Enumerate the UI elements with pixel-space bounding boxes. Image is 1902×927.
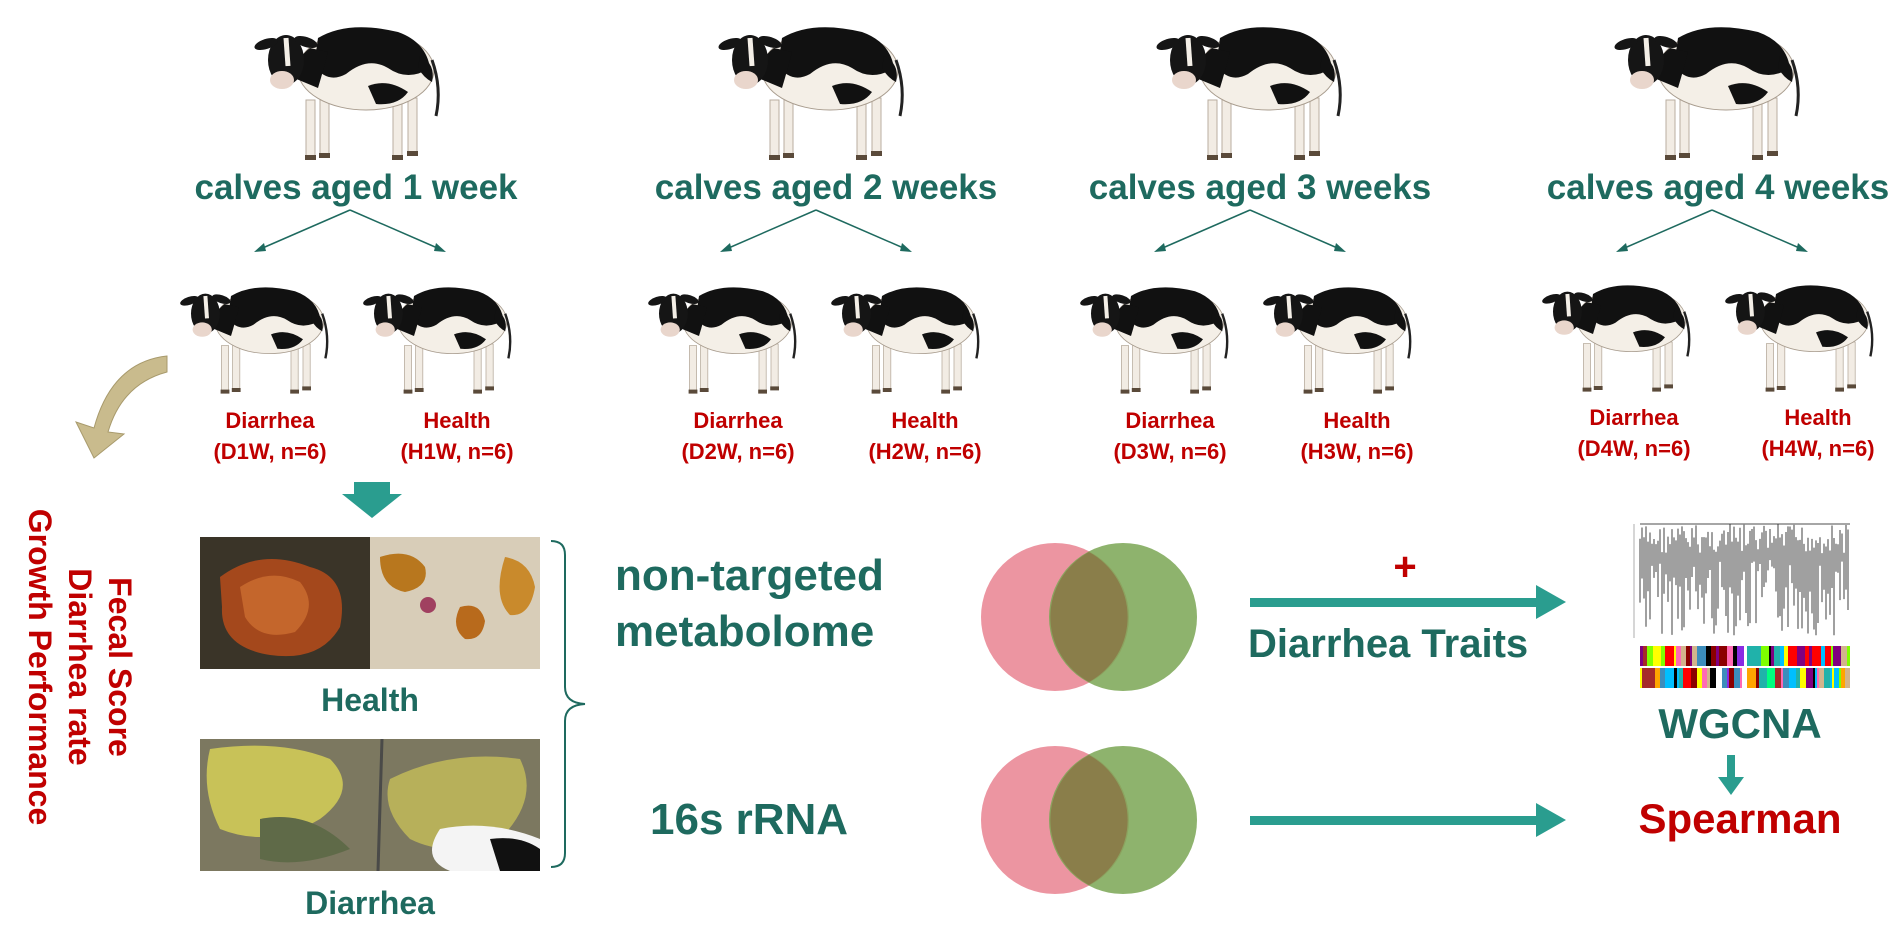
split-arrows	[1616, 209, 1808, 252]
group-label-diarrhea: Diarrhea (D4W, n=6)	[1549, 402, 1719, 464]
diarrhea-traits-label: Diarrhea Traits	[1248, 622, 1529, 666]
down-arrow-icon	[342, 482, 402, 518]
group-label-health: Health (H1W, n=6)	[372, 405, 542, 467]
measurement-diarrhea-rate: Diarrhea rate	[62, 568, 98, 766]
calf-illustration	[712, 8, 912, 168]
measurement-fecal-score: Fecal Score	[102, 577, 138, 757]
split-arrows	[720, 209, 912, 252]
rrna-label: 16s rRNA	[650, 795, 849, 844]
calf-health-illustration	[826, 272, 986, 400]
group-name: Diarrhea	[1589, 405, 1679, 430]
group-name: Health	[1784, 405, 1852, 430]
group-code: (D1W, n=6)	[213, 439, 327, 464]
calf-diarrhea-illustration	[643, 272, 803, 400]
group-code: (D4W, n=6)	[1577, 436, 1691, 461]
group-code: (H1W, n=6)	[400, 439, 514, 464]
calf-diarrhea-illustration	[1075, 272, 1235, 400]
metabolome-label: non-targeted metabolome	[615, 548, 884, 660]
diarrhea-feces-photo	[200, 739, 540, 871]
group-code: (H3W, n=6)	[1300, 439, 1414, 464]
group-code: (H4W, n=6)	[1761, 436, 1875, 461]
calf-diarrhea-illustration	[175, 272, 335, 400]
group-name: Health	[423, 408, 491, 433]
group-label-health: Health (H2W, n=6)	[840, 405, 1010, 467]
wgcna-dendrogram	[1622, 520, 1854, 692]
curved-arrow-icon	[75, 355, 168, 459]
calf-illustration	[1150, 8, 1350, 168]
group-label-health: Health (H3W, n=6)	[1272, 405, 1442, 467]
metabolome-line2: metabolome	[615, 607, 875, 656]
week-title: calves aged 1 week	[194, 168, 518, 207]
split-arrows	[254, 209, 446, 252]
group-code: (D3W, n=6)	[1113, 439, 1227, 464]
group-name: Health	[1323, 408, 1391, 433]
down-arrow-icon	[1718, 755, 1744, 795]
health-feces-photo	[200, 537, 540, 669]
calf-illustration	[1608, 8, 1808, 168]
grouping-brace	[550, 540, 586, 868]
calf-health-illustration	[1258, 272, 1418, 400]
calf-diarrhea-illustration	[1537, 270, 1697, 398]
week-title: calves aged 2 weeks	[654, 168, 998, 207]
group-label-diarrhea: Diarrhea (D3W, n=6)	[1085, 405, 1255, 467]
arrow-to-spearman	[1250, 803, 1566, 837]
week-title: calves aged 4 weeks	[1546, 168, 1890, 207]
group-name: Diarrhea	[225, 408, 315, 433]
group-name: Diarrhea	[1125, 408, 1215, 433]
spearman-label: Spearman	[1638, 795, 1842, 842]
venn-metabolome	[981, 543, 1197, 691]
calf-illustration	[248, 8, 448, 168]
group-code: (D2W, n=6)	[681, 439, 795, 464]
group-code: (H2W, n=6)	[868, 439, 982, 464]
week-title: calves aged 3 weeks	[1088, 168, 1432, 207]
measurements-block: Growth Performance Diarrhea rate Fecal S…	[0, 472, 140, 862]
metabolome-line1: non-targeted	[615, 551, 884, 600]
measurement-growth-performance: Growth Performance	[22, 508, 58, 826]
split-arrows	[1154, 209, 1346, 252]
arrow-to-wgcna	[1250, 585, 1566, 619]
diarrhea-feces-label: Diarrhea	[305, 885, 435, 921]
group-name: Health	[891, 408, 959, 433]
venn-16s	[981, 746, 1197, 894]
plus-sign: +	[1393, 545, 1417, 589]
calf-health-illustration	[358, 272, 518, 400]
group-name: Diarrhea	[693, 408, 783, 433]
group-label-diarrhea: Diarrhea (D2W, n=6)	[653, 405, 823, 467]
wgcna-label: WGCNA	[1658, 700, 1822, 747]
group-label-diarrhea: Diarrhea (D1W, n=6)	[185, 405, 355, 467]
health-feces-label: Health	[321, 682, 419, 718]
calf-health-illustration	[1720, 270, 1880, 398]
group-label-health: Health (H4W, n=6)	[1733, 402, 1902, 464]
